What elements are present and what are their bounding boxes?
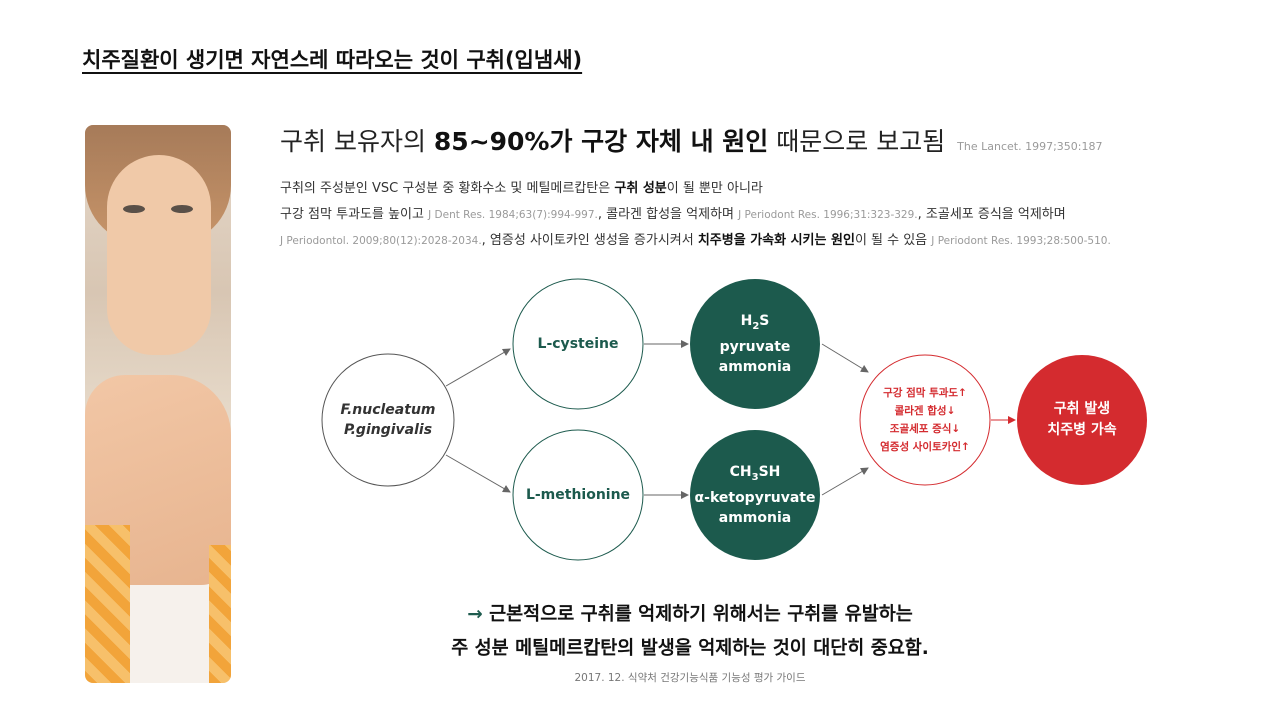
effects-circle (859, 354, 991, 486)
arrow-bacteria-cysteine (445, 348, 511, 387)
result-label: 구취 발생 치주병 가속 (1047, 401, 1117, 438)
product1-label: H2S pyruvate ammonia (718, 313, 792, 375)
methionine-circle (512, 429, 644, 561)
arrow-product2-effects (821, 467, 869, 496)
woman-covering-mouth-photo (85, 125, 231, 683)
source-citation: 2017. 12. 식약처 건강기능식품 기능성 평가 가이드 (574, 672, 806, 684)
product1-circle (690, 279, 820, 409)
conclusion-text: → 근본적으로 구취를 억제하기 위해서는 구취를 유발하는 주 성분 메틸메르… (451, 604, 929, 659)
product2-circle (690, 430, 820, 560)
cysteine-circle (512, 278, 644, 410)
effects-label: 구강 점막 투과도↑ 콜라겐 합성↓ 조골세포 증식↓ 염증성 사이토카인↑ (880, 387, 970, 453)
bacteria-label: F.nucleatum P.gingivalis (340, 402, 436, 438)
body-line-1: 구취의 주성분인 VSC 구성분 중 황화수소 및 메틸메르캅탄은 구취 성분이… (280, 181, 763, 196)
title-reference: The Lancet. 1997;350:187 (957, 140, 1103, 153)
arrow-product1-effects (821, 343, 869, 373)
body-line-2: 구강 점막 투과도를 높이고 J Dent Res. 1984;63(7):99… (280, 207, 1066, 222)
right-arrow-icon: → (467, 604, 483, 625)
page-heading: 치주질환이 생기면 자연스레 따라오는 것이 구취(입냄새) (82, 48, 583, 72)
result-circle (1017, 355, 1147, 485)
methionine-label: L-methionine (525, 487, 631, 503)
product2-label: CH3SH α-ketopyruvate ammonia (694, 464, 816, 526)
main-title: 구취 보유자의 85~90%가 구강 자체 내 원인 때문으로 보고됨 The … (280, 127, 1103, 156)
body-line-3: J Periodontol. 2009;80(12):2028-2034., 염… (280, 233, 1111, 248)
cysteine-label: L-cysteine (537, 336, 619, 352)
body-text: 구취의 주성분인 VSC 구성분 중 황화수소 및 메틸메르캅탄은 구취 성분이… (280, 176, 1180, 254)
arrow-bacteria-methionine (445, 454, 511, 493)
bacteria-circle (321, 353, 455, 487)
